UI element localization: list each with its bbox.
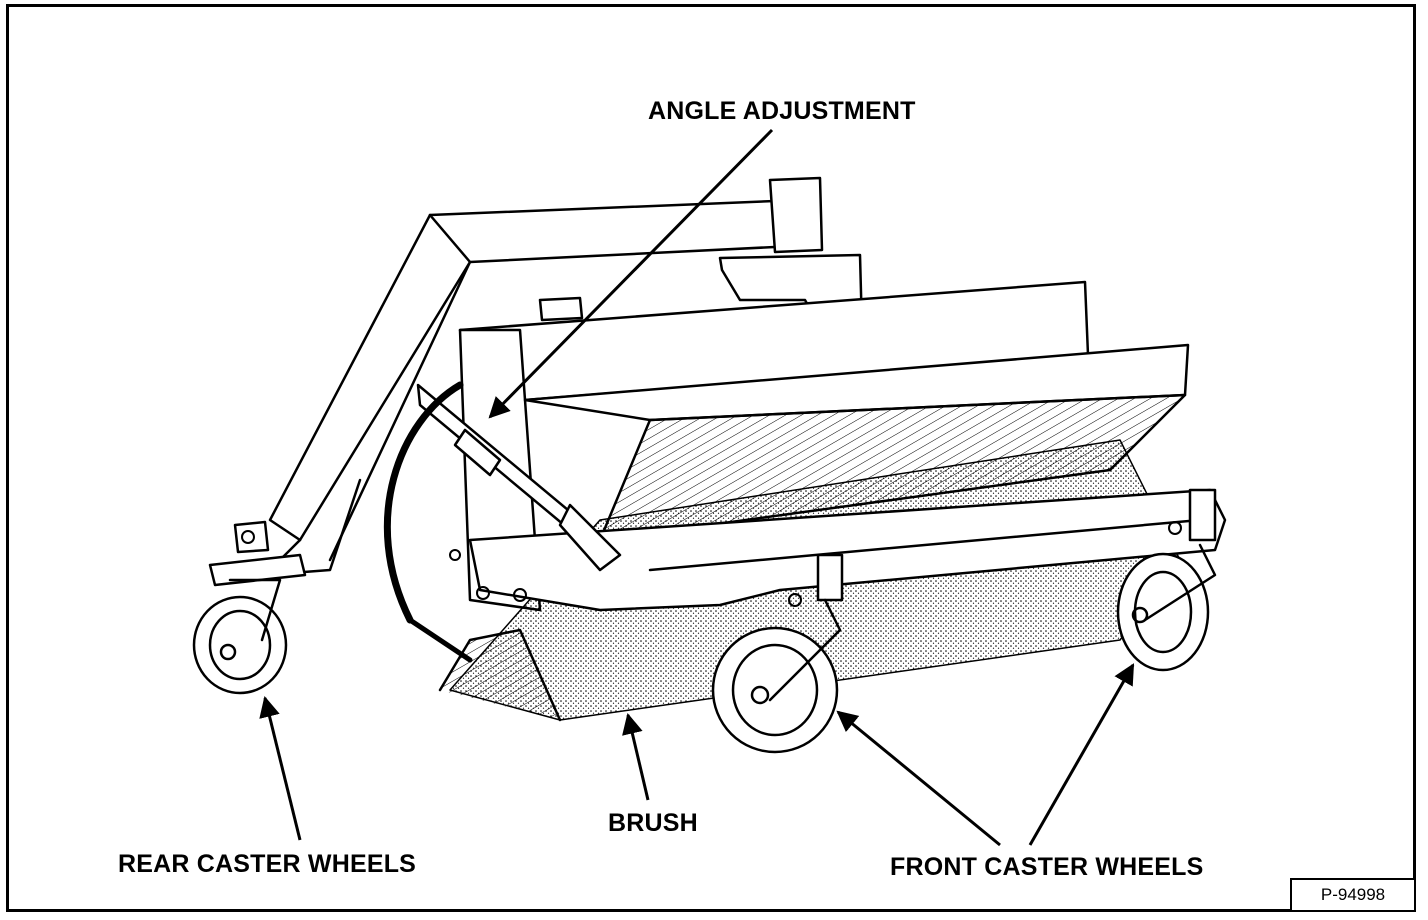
- figure-id-box: P-94998: [1290, 878, 1416, 912]
- front-caster-wheel-right: [1116, 488, 1217, 672]
- bolts: [241, 521, 1182, 607]
- label-front-caster-wheels: FRONT CASTER WHEELS: [890, 853, 1204, 881]
- arrow-rear-caster: [259, 695, 302, 841]
- arrow-brush: [622, 712, 650, 801]
- figure-id: P-94998: [1320, 885, 1386, 904]
- arrow-angle-adjustment: [488, 128, 774, 419]
- rear-caster-wheel: [192, 520, 307, 695]
- hydraulic-hose: [383, 381, 473, 663]
- leader-arrows: [259, 128, 1135, 847]
- label-rear-caster-wheels: REAR CASTER WHEELS: [118, 850, 417, 878]
- label-brush: BRUSH: [608, 809, 698, 837]
- arrow-front-caster-right: [1028, 663, 1135, 846]
- front-caster-wheel-left: [711, 553, 844, 754]
- angle-adjustment-cylinder: [416, 383, 622, 572]
- arrow-front-caster-left: [836, 710, 1001, 847]
- label-angle-adjustment: ANGLE ADJUSTMENT: [648, 97, 916, 125]
